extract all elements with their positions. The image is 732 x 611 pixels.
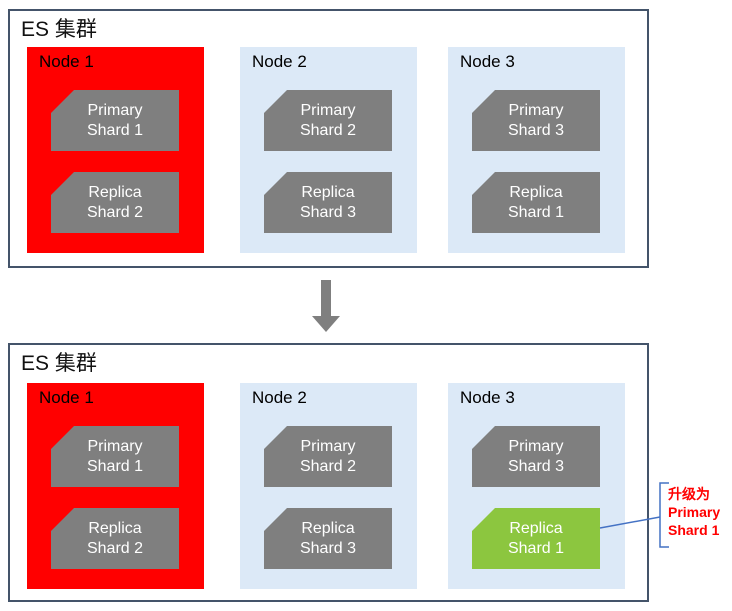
shard-line1: Primary [300, 101, 356, 119]
shard-line2: Shard 2 [86, 203, 144, 221]
node-3: Node 3 Primary Shard 3 Replica Shard 1 [448, 47, 625, 253]
shard-line1: Replica [301, 519, 355, 537]
annotation-line3: Shard 1 [668, 522, 720, 538]
shard-line1: Replica [509, 183, 563, 201]
shard-line2: Shard 1 [507, 539, 565, 557]
shard-line2: Shard 2 [299, 121, 357, 139]
down-arrow-icon [312, 280, 340, 332]
shard-primary-2: Primary Shard 2 [264, 426, 392, 487]
node-3: Node 3 Primary Shard 3 Replica Shard 1 [448, 383, 625, 589]
shard-line2: Shard 3 [507, 457, 565, 475]
node-label: Node 1 [39, 388, 94, 407]
shard-line2: Shard 2 [86, 539, 144, 557]
shard-replica-2: Replica Shard 2 [51, 508, 179, 569]
node-label: Node 3 [460, 52, 515, 71]
shard-line1: Replica [301, 183, 355, 201]
shard-replica-3: Replica Shard 3 [264, 172, 392, 233]
shard-primary-3: Primary Shard 3 [472, 90, 600, 151]
node-label: Node 1 [39, 52, 94, 71]
shard-line1: Primary [87, 437, 143, 455]
node-label: Node 3 [460, 388, 515, 407]
shard-replica-1: Replica Shard 1 [472, 172, 600, 233]
shard-line1: Replica [88, 519, 142, 537]
annotation-line1: 升级为 [668, 486, 710, 502]
callout-bracket-connector [599, 482, 669, 548]
cluster-title: ES 集群 [21, 18, 97, 41]
shard-line1: Replica [88, 183, 142, 201]
shard-line1: Primary [87, 101, 143, 119]
shard-line2: Shard 2 [299, 457, 357, 475]
shard-line2: Shard 1 [86, 121, 144, 139]
shard-primary-1: Primary Shard 1 [51, 426, 179, 487]
shard-line2: Shard 3 [299, 539, 357, 557]
shard-line1: Primary [300, 437, 356, 455]
promotion-annotation: 升级为 Primary Shard 1 [668, 485, 732, 539]
cluster-box-after: ES 集群 Node 1 Primary Shard 1 Replica Sha… [8, 343, 649, 602]
shard-primary-3: Primary Shard 3 [472, 426, 600, 487]
node-1-failed: Node 1 Primary Shard 1 Replica Shard 2 [27, 383, 204, 589]
shard-line2: Shard 1 [507, 203, 565, 221]
node-1-failed: Node 1 Primary Shard 1 Replica Shard 2 [27, 47, 204, 253]
shard-line1: Replica [509, 519, 563, 537]
annotation-line2: Primary [668, 504, 721, 520]
cluster-box-before: ES 集群 Node 1 Primary Shard 1 Replica Sha… [8, 9, 649, 268]
shard-line2: Shard 3 [507, 121, 565, 139]
shard-line2: Shard 3 [299, 203, 357, 221]
shard-replica-2: Replica Shard 2 [51, 172, 179, 233]
node-label: Node 2 [252, 388, 307, 407]
shard-primary-1: Primary Shard 1 [51, 90, 179, 151]
shard-primary-2: Primary Shard 2 [264, 90, 392, 151]
cluster-title: ES 集群 [21, 352, 97, 375]
node-2: Node 2 Primary Shard 2 Replica Shard 3 [240, 383, 417, 589]
shard-line1: Primary [508, 437, 564, 455]
shard-replica-3: Replica Shard 3 [264, 508, 392, 569]
node-label: Node 2 [252, 52, 307, 71]
shard-line2: Shard 1 [86, 457, 144, 475]
node-2: Node 2 Primary Shard 2 Replica Shard 3 [240, 47, 417, 253]
shard-line1: Primary [508, 101, 564, 119]
shard-replica-1-promoted: Replica Shard 1 [472, 508, 600, 569]
